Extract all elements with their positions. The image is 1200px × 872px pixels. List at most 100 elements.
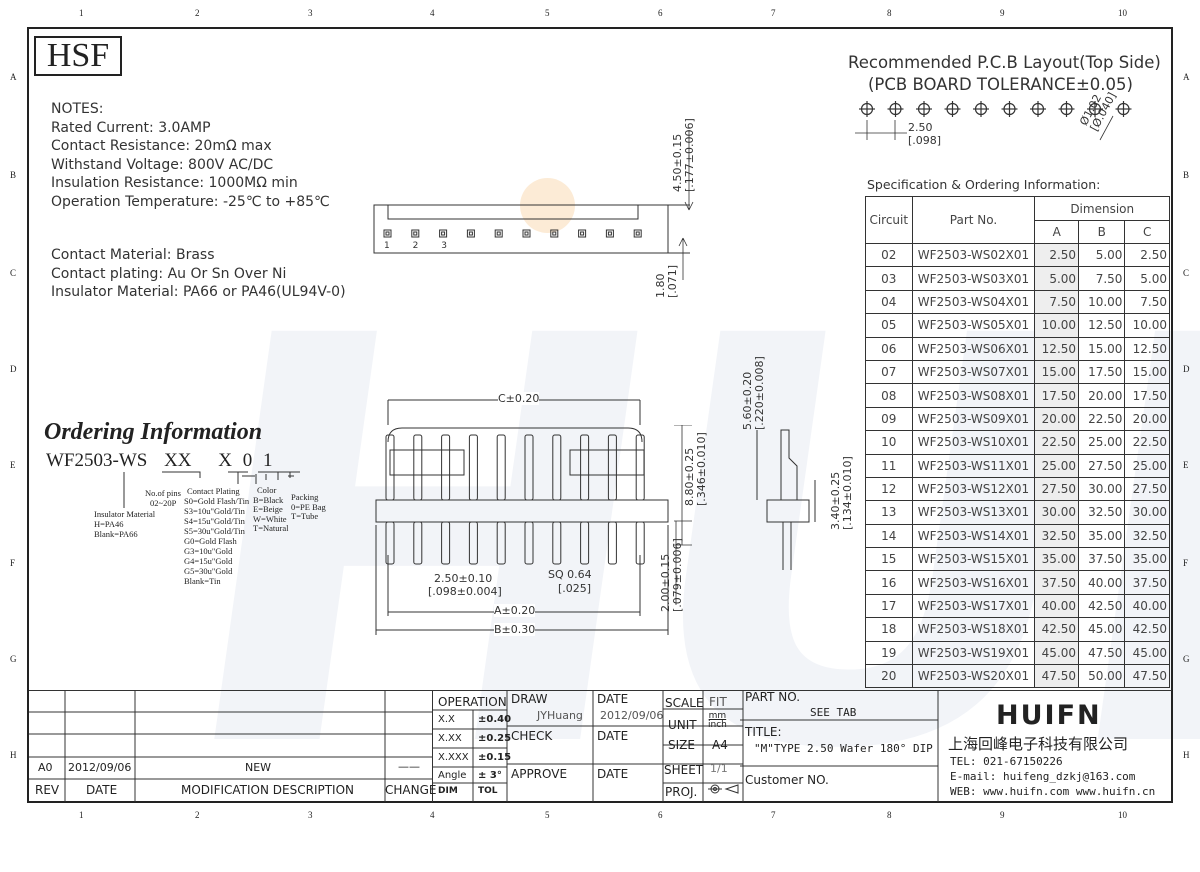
spec-cell-b: 15.00 <box>1078 336 1126 361</box>
material-line: Contact plating: Au Or Sn Over Ni <box>51 265 287 282</box>
ruler-row-label: H <box>10 750 17 760</box>
dim-sq-mm: SQ 0.64 <box>548 568 592 581</box>
spec-cell-part: WF2503-WS20X01 <box>911 664 1036 689</box>
notes-block: NOTES: Rated Current: 3.0AMP Contact Res… <box>51 100 330 212</box>
ruler-col-label: 8 <box>887 810 892 820</box>
spec-header-part: Part No. <box>911 196 1036 244</box>
company-email: E-mail: huifeng_dzkj@163.com <box>950 770 1136 783</box>
spec-header-c: C <box>1124 220 1170 244</box>
spec-cell-part: WF2503-WS14X01 <box>911 523 1036 549</box>
spec-cell-b: 45.00 <box>1078 617 1126 642</box>
ruler-col-label: 1 <box>79 810 84 820</box>
sheet-label: SHEET <box>664 763 704 777</box>
spec-cell-c: 32.50 <box>1124 523 1170 549</box>
spec-cell-a: 40.00 <box>1034 593 1080 619</box>
spec-header-a: A <box>1034 220 1080 244</box>
pcb-pitch: 2.50 [.098] <box>908 121 941 147</box>
tol-value: ±0.15 <box>478 752 512 763</box>
spec-cell-c: 42.50 <box>1124 617 1170 642</box>
spec-cell-circuit: 18 <box>865 617 913 642</box>
spec-cell-a: 45.00 <box>1034 640 1080 666</box>
part-no-value: SEE TAB <box>810 706 857 719</box>
hdr-date: DATE <box>86 783 118 797</box>
ruler-col-label: 2 <box>195 810 200 820</box>
material-line: Contact Material: Brass <box>51 247 215 263</box>
top-pin <box>522 229 531 238</box>
material-line: Insulator Material: PA66 or PA46(UL94V-0… <box>51 284 346 301</box>
dim-side-height: 5.60±0.20 [.220±0.008] <box>741 350 766 430</box>
ruler-col-label: 6 <box>658 8 663 18</box>
spec-cell-circuit: 17 <box>865 593 913 619</box>
spec-cell-part: WF2503-WS04X01 <box>911 289 1036 315</box>
hdr-rev: REV <box>35 783 60 797</box>
spec-cell-a: 22.50 <box>1034 430 1080 455</box>
rev-desc: NEW <box>245 761 272 774</box>
spec-cell-circuit: 11 <box>865 453 913 478</box>
spec-cell-part: WF2503-WS02X01 <box>911 242 1036 268</box>
code-prefix: WF2503- <box>46 450 119 471</box>
plating-opt: G3=10u"Gold <box>184 546 233 556</box>
ruler-col-label: 9 <box>1000 8 1005 18</box>
sign-grid <box>507 690 744 802</box>
ordering-color: Color B=Black E=Beige W=White T=Natural <box>253 485 288 534</box>
spec-cell-c: 10.00 <box>1124 313 1170 338</box>
draw-date-value: 2012/09/06 <box>600 709 664 722</box>
tol-grid <box>433 690 508 802</box>
packing-opt: 0=PE Bag <box>291 501 326 512</box>
sheet-value: 1/1 <box>710 762 728 775</box>
top-pin <box>633 229 642 238</box>
customer-label: Customer NO. <box>745 773 829 787</box>
spec-cell-c: 47.50 <box>1124 664 1170 689</box>
top-dim-lines <box>678 130 694 280</box>
company-web: WEB: www.huifn.com www.huifn.cn <box>950 785 1156 798</box>
ruler-col-label: 8 <box>887 8 892 18</box>
rev-grid-lines <box>29 690 433 802</box>
color-opt: E=Beige <box>253 504 283 514</box>
color-opt: W=White <box>253 513 287 524</box>
spec-cell-circuit: 19 <box>865 640 913 666</box>
ruler-row-label: E <box>10 460 16 470</box>
plating-opt: S4=15u"Gold/Tin <box>184 516 245 526</box>
pcb-pitch-in: [.098] <box>908 134 942 147</box>
spec-header-b: B <box>1078 220 1126 244</box>
top-pin <box>439 229 448 238</box>
tol-value: ± 3° <box>478 770 502 781</box>
spec-cell-a: 12.50 <box>1034 336 1080 361</box>
top-pin <box>466 229 475 238</box>
pcb-title-line1: Recommended P.C.B Layout(Top Side) <box>848 53 1161 72</box>
spec-cell-c: 2.50 <box>1124 242 1170 268</box>
ruler-row-label: B <box>1183 170 1190 180</box>
ruler-col-label: 9 <box>1000 810 1005 820</box>
spec-title: Specification & Ordering Information: <box>867 177 1101 192</box>
front-pin-tail <box>468 521 478 565</box>
spec-cell-circuit: 13 <box>865 500 913 525</box>
front-pin-tail <box>441 521 451 565</box>
top-pin <box>605 229 614 238</box>
spec-cell-circuit: 16 <box>865 570 913 595</box>
spec-cell-a: 7.50 <box>1034 289 1080 315</box>
ruler-row-label: H <box>1183 750 1190 760</box>
dim-side-base: 3.40±0.25 [.134±0.010] <box>829 450 854 530</box>
spec-cell-part: WF2503-WS19X01 <box>911 640 1036 666</box>
spec-cell-circuit: 15 <box>865 547 913 572</box>
dim-side-height-in: [.220±0.008] <box>753 356 766 430</box>
spec-cell-circuit: 08 <box>865 383 913 408</box>
spec-cell-b: 30.00 <box>1078 476 1126 502</box>
note-line: Operation Temperature: -25℃ to +85℃ <box>51 193 330 210</box>
spec-cell-b: 32.50 <box>1078 500 1126 525</box>
code-ws: WS <box>118 450 148 471</box>
top-pin <box>494 229 503 238</box>
spec-cell-a: 27.50 <box>1034 476 1080 502</box>
top-pin <box>578 229 587 238</box>
spec-cell-circuit: 02 <box>865 242 913 268</box>
tol-key: X.X <box>438 714 455 725</box>
packing-label: Packing <box>291 492 319 502</box>
ruler-col-label: 3 <box>308 8 313 18</box>
dim-height-in: [.346±0.010] <box>695 432 708 506</box>
